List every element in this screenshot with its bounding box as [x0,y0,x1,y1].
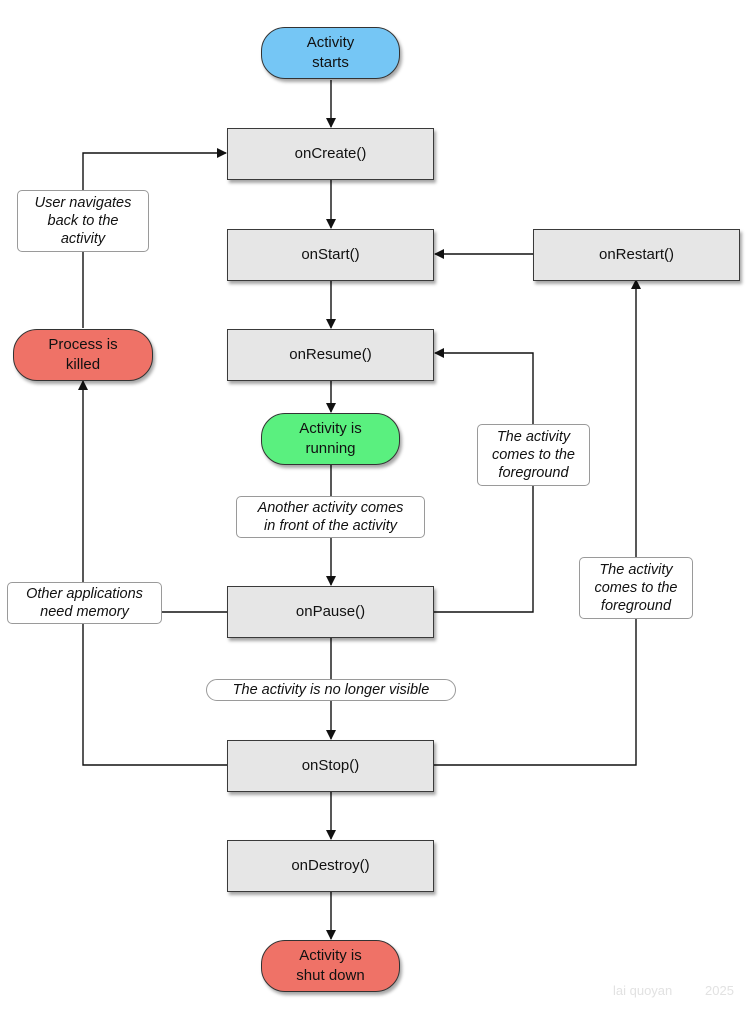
onstop-box: onStop() [227,740,434,792]
other-applications-memory-label: Other applications need memory [7,582,162,624]
onpause-box: onPause() [227,586,434,638]
process-killed-node: Process is killed [13,329,153,381]
user-navigates-back-label: User navigates back to the activity [17,190,149,252]
watermark-author: lai quoyan [613,983,673,998]
arrow-killed-to-oncreate [82,148,227,328]
activity-shut-down-node: Activity is shut down [261,940,400,992]
onrestart-box: onRestart() [533,229,740,281]
ondestroy-box: onDestroy() [227,840,434,892]
foreground-to-restart-label: The activity comes to the foreground [579,557,693,619]
onstart-box: onStart() [227,229,434,281]
activity-starts-node: Activity starts [261,27,400,79]
foreground-to-resume-label: The activity comes to the foreground [477,424,590,486]
arrow-onstop-to-onrestart [433,279,641,766]
activity-running-node: Activity is running [261,413,400,465]
oncreate-box: onCreate() [227,128,434,180]
onresume-box: onResume() [227,329,434,381]
another-activity-label: Another activity comes in front of the a… [236,496,425,538]
arrow-onstop-to-killed [78,380,227,766]
watermark-year: 2025 [705,983,734,998]
no-longer-visible-label: The activity is no longer visible [206,679,456,701]
